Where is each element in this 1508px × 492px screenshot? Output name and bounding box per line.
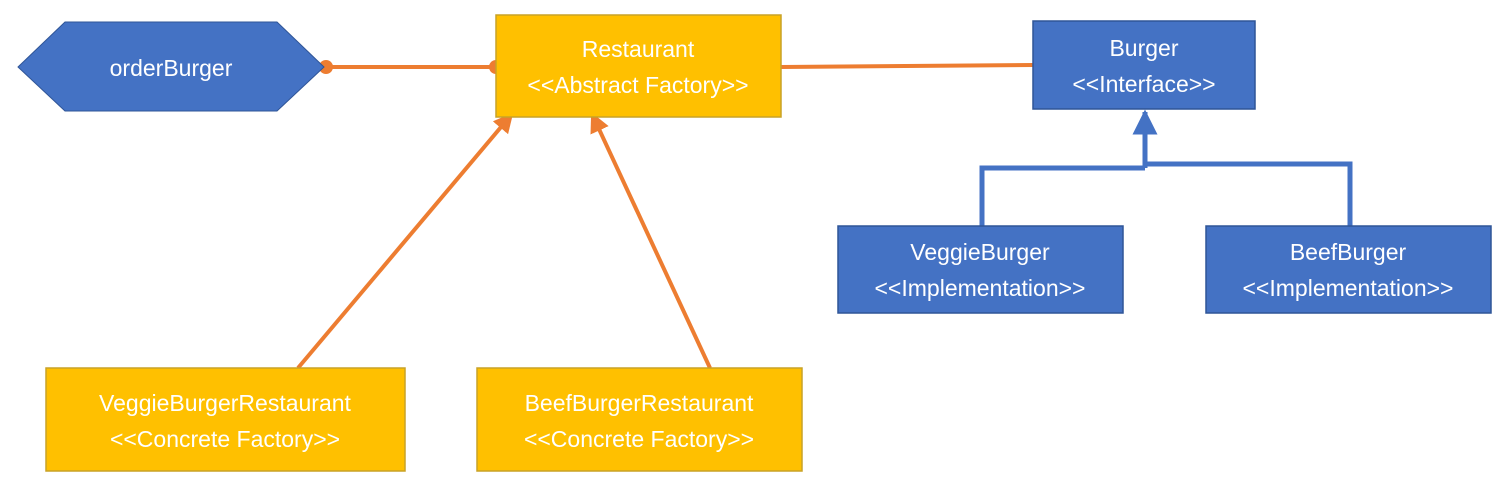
veggie-burger-stereotype: <<Implementation>> [875,275,1086,301]
restaurant-name: Restaurant [582,36,695,62]
connector-restaurant-burger [780,63,1034,69]
node-beef-burger: BeefBurger <<Implementation>> [1205,225,1492,314]
beef-burger-stereotype: <<Implementation>> [1243,275,1454,301]
arrow-beef-restaurant-to-restaurant [590,112,712,369]
connector-veggieburger-to-burger [979,165,1145,226]
veggie-burger-restaurant-stereotype: <<Concrete Factory>> [110,426,340,452]
node-restaurant: Restaurant <<Abstract Factory>> [495,14,782,118]
connector-beefburger-to-burger [1145,161,1353,226]
burger-stereotype: <<Interface>> [1072,71,1215,97]
restaurant-stereotype: <<Abstract Factory>> [527,72,748,98]
beef-burger-restaurant-box [476,367,803,472]
node-order-burger: orderBurger [17,21,325,112]
burger-name: Burger [1109,35,1178,61]
veggie-burger-box [837,225,1124,314]
veggie-burger-name: VeggieBurger [910,239,1050,265]
veggie-burger-restaurant-name: VeggieBurgerRestaurant [99,390,351,416]
burger-box [1032,20,1256,110]
beef-burger-name: BeefBurger [1290,239,1407,265]
beef-burger-restaurant-name: BeefBurgerRestaurant [525,390,754,416]
arrow-veggie-restaurant-to-restaurant [296,112,514,370]
order-burger-shape [17,21,325,112]
beef-burger-restaurant-stereotype: <<Concrete Factory>> [524,426,754,452]
beef-burger-box [1205,225,1492,314]
connectors [296,60,1353,370]
restaurant-box [495,14,782,118]
connector-dot-orderburger [319,60,333,74]
veggie-burger-restaurant-box [45,367,406,472]
node-burger: Burger <<Interface>> [1032,20,1256,110]
order-burger-label: orderBurger [110,55,233,81]
node-beef-burger-restaurant: BeefBurgerRestaurant <<Concrete Factory>… [476,367,803,472]
node-veggie-burger-restaurant: VeggieBurgerRestaurant <<Concrete Factor… [45,367,406,472]
node-veggie-burger: VeggieBurger <<Implementation>> [837,225,1124,314]
